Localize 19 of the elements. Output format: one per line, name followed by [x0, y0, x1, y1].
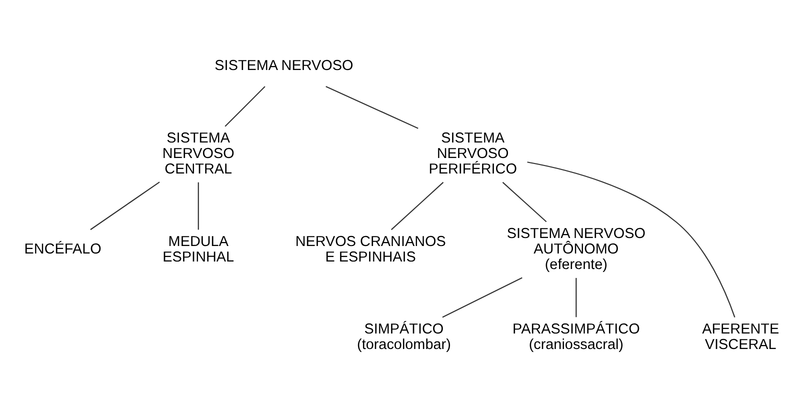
connector: [197, 182, 198, 230]
node-text: SISTEMA NERVOSO CENTRAL: [162, 130, 234, 178]
connector: [325, 86, 418, 128]
node-text: NERVOS CRANIANOS E ESPINHAIS: [294, 233, 446, 265]
node-text: SISTEMA NERVOSO PERIFÉRICO: [428, 130, 516, 178]
node-text: ENCÉFALO: [24, 241, 101, 258]
node-text: SISTEMA NERVOSO AUTÔNOMO (eferente): [506, 226, 645, 273]
node-text: SIMPÁTICO (toracolombar): [356, 321, 450, 353]
node-text: AFERENTE VISCERAL: [702, 321, 779, 353]
connector: [442, 276, 522, 318]
node-text: MEDULA ESPINHAL: [162, 233, 234, 265]
connector: [575, 277, 576, 317]
connector: [502, 181, 546, 222]
connector: [526, 161, 735, 318]
connector: [224, 86, 265, 126]
connector: [90, 181, 160, 230]
connector: [390, 181, 444, 230]
node-text: SISTEMA NERVOSO: [214, 58, 353, 74]
node-text: PARASSIMPÁTICO (craniossacral): [512, 321, 640, 353]
